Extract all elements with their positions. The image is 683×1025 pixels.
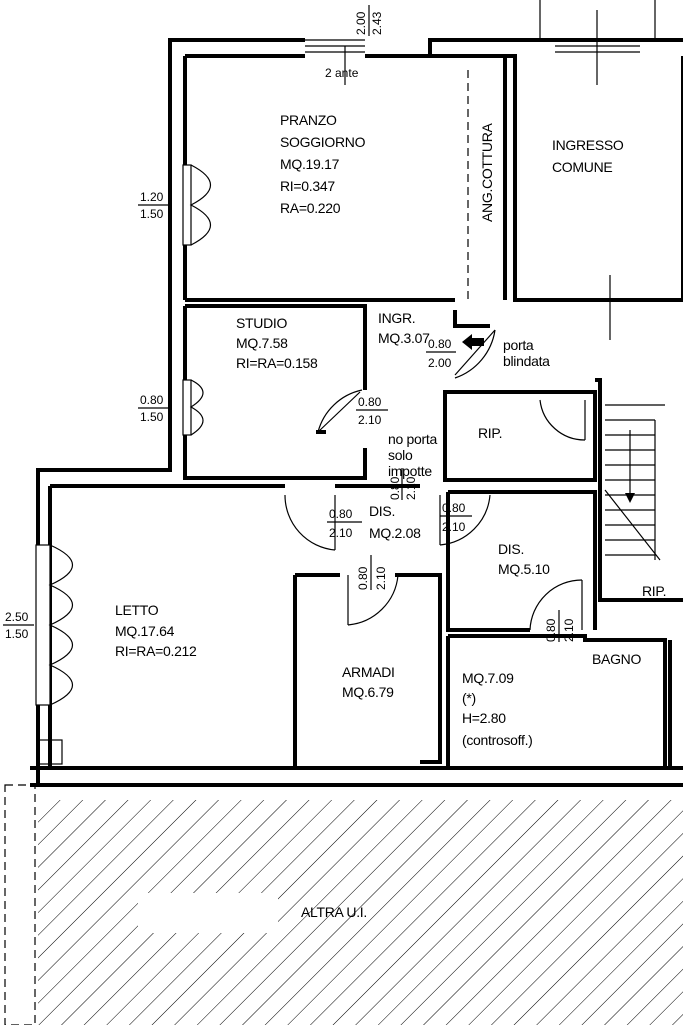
svg-text:1.50: 1.50 [140, 207, 164, 221]
svg-text:INGRESSO: INGRESSO [552, 137, 624, 153]
bagno-door-dim: 0.80 2.10 [544, 610, 576, 642]
porta-blindata-label: porta blindata [503, 337, 550, 369]
ingr-label: INGR. MQ.3.07 [378, 310, 430, 346]
svg-text:1.50: 1.50 [5, 627, 29, 641]
bagno-door [529, 579, 583, 631]
svg-text:1.20: 1.20 [140, 190, 164, 204]
svg-text:blindata: blindata [503, 353, 550, 369]
bagno-info-label: MQ.7.09 (*) H=2.80 (controsoff.) [462, 670, 533, 748]
armadi-door-dim: 0.80 2.10 [356, 555, 388, 590]
svg-text:MQ.7.09: MQ.7.09 [462, 670, 514, 686]
no-porta-label: no porta solo impotte [388, 431, 438, 479]
svg-text:0.80: 0.80 [388, 476, 402, 500]
dis-door-right [439, 494, 491, 546]
rip-2-label: RIP. [642, 583, 666, 599]
svg-text:2.10: 2.10 [374, 566, 388, 590]
svg-text:no porta: no porta [388, 431, 437, 447]
svg-text:MQ.5.10: MQ.5.10 [498, 561, 550, 577]
svg-text:RA=0.220: RA=0.220 [280, 200, 341, 216]
svg-text:2.10: 2.10 [404, 476, 418, 500]
svg-text:(controsoff.): (controsoff.) [462, 732, 533, 748]
svg-text:impotte: impotte [388, 463, 432, 479]
svg-text:0.80: 0.80 [544, 618, 558, 642]
svg-text:2.10: 2.10 [442, 520, 466, 534]
dis-door-left-dim: 0.80 2.10 [327, 507, 362, 540]
svg-text:2.00: 2.00 [428, 356, 452, 370]
svg-text:ARMADI: ARMADI [342, 664, 395, 680]
dis-1-label: DIS. MQ.2.08 [369, 503, 421, 541]
svg-text:MQ.3.07: MQ.3.07 [378, 330, 430, 346]
svg-text:2.10: 2.10 [358, 413, 382, 427]
pranzo-window [182, 164, 211, 246]
svg-text:2.10: 2.10 [329, 526, 353, 540]
svg-text:0.80: 0.80 [442, 501, 466, 515]
svg-text:MQ.17.64: MQ.17.64 [115, 623, 175, 639]
studio-window [182, 379, 204, 436]
svg-text:LETTO: LETTO [115, 602, 159, 618]
altra-ui-label: ALTRA U.I. [301, 904, 367, 920]
svg-text:2.10: 2.10 [562, 618, 576, 642]
studio-door-dim: 0.80 2.10 [356, 395, 388, 427]
rip-door [539, 399, 586, 441]
rip-label: RIP. [478, 425, 502, 441]
svg-text:MQ.19.17: MQ.19.17 [280, 156, 340, 172]
stairs [604, 404, 665, 561]
dis-opening-dim: 0.80 2.10 [388, 468, 418, 500]
svg-text:porta: porta [503, 337, 534, 353]
svg-text:SOGGIORNO: SOGGIORNO [280, 134, 366, 150]
svg-text:solo: solo [388, 447, 413, 463]
svg-text:H=2.80: H=2.80 [462, 710, 506, 726]
svg-text:STUDIO: STUDIO [236, 315, 288, 331]
top-window-dim: 2.00 2.43 [354, 5, 384, 36]
svg-text:PRANZO: PRANZO [280, 112, 337, 128]
svg-text:RI=0.347: RI=0.347 [280, 178, 335, 194]
two-ante-label: 2 ante [325, 66, 359, 80]
armadi-label: ARMADI MQ.6.79 [342, 664, 395, 700]
studio-label: STUDIO MQ.7.58 RI=RA=0.158 [236, 315, 318, 371]
svg-text:2.00: 2.00 [354, 11, 368, 35]
svg-text:INGR.: INGR. [378, 310, 415, 326]
pranzo-window-dim: 1.20 1.50 [138, 190, 168, 221]
svg-text:(*): (*) [462, 690, 476, 706]
svg-text:MQ.6.79: MQ.6.79 [342, 684, 394, 700]
svg-text:RI=RA=0.212: RI=RA=0.212 [115, 643, 197, 659]
top-window [305, 0, 656, 340]
svg-text:MQ.2.08: MQ.2.08 [369, 525, 421, 541]
svg-text:0.80: 0.80 [356, 566, 370, 590]
svg-text:2.50: 2.50 [5, 610, 29, 624]
svg-text:RI=RA=0.158: RI=RA=0.158 [236, 355, 318, 371]
bagno-label: BAGNO [592, 651, 641, 667]
studio-door [316, 389, 363, 434]
svg-text:DIS.: DIS. [369, 503, 395, 519]
svg-text:COMUNE: COMUNE [552, 159, 612, 175]
letto-window-dim: 2.50 1.50 [3, 610, 34, 641]
letto-label: LETTO MQ.17.64 RI=RA=0.212 [115, 602, 197, 659]
svg-text:DIS.: DIS. [498, 541, 524, 557]
armadi-door [347, 574, 399, 626]
svg-text:0.80: 0.80 [329, 507, 353, 521]
svg-text:0.80: 0.80 [140, 393, 164, 407]
altra-ui-area [4, 784, 683, 1025]
studio-walls [183, 304, 367, 480]
svg-text:0.80: 0.80 [358, 395, 382, 409]
svg-text:2.43: 2.43 [370, 11, 384, 35]
svg-text:MQ.7.58: MQ.7.58 [236, 335, 288, 351]
entry-door-dim: 0.80 2.00 [426, 337, 456, 370]
dis-door-right-dim: 0.80 2.10 [440, 501, 472, 534]
inner-walls [48, 56, 683, 768]
svg-text:0.80: 0.80 [428, 337, 452, 351]
dis-2-label: DIS. MQ.5.10 [498, 541, 550, 577]
svg-text:1.50: 1.50 [140, 410, 164, 424]
letto-window [35, 544, 73, 765]
entry-door [454, 329, 496, 379]
pranzo-label: PRANZO SOGGIORNO MQ.19.17 RI=0.347 RA=0.… [280, 112, 366, 216]
studio-window-dim: 0.80 1.50 [138, 393, 168, 424]
ang-cottura-label: ANG.COTTURA [479, 122, 495, 222]
ingresso-comune-label: INGRESSO COMUNE [552, 137, 624, 175]
